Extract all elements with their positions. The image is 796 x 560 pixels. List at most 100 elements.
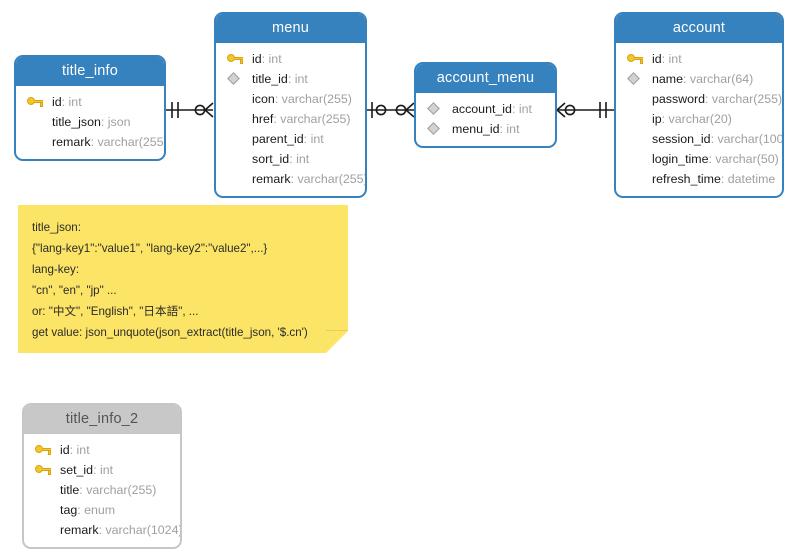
field-name: icon (252, 92, 275, 106)
note-line: lang-key: (32, 263, 80, 276)
field-row[interactable]: id: int (216, 49, 365, 69)
field-type: int (68, 95, 82, 109)
field-name: remark (252, 172, 291, 186)
note-line: "cn", "en", "jp" ... (32, 284, 117, 297)
entity-fields-title_info: id: int title_json: json remark: varchar… (16, 86, 164, 159)
field-name: account_id (452, 102, 512, 116)
sticky-note-title_json[interactable]: title_json: {"lang-key1":"value1", "lang… (18, 205, 348, 353)
field-type: varchar(255) (711, 92, 783, 106)
relationship-account_menu-account (556, 102, 614, 118)
field-name: title_json (52, 115, 101, 129)
field-name: sort_id (252, 152, 290, 166)
field-row[interactable]: icon: varchar(255) (252, 92, 352, 106)
field-row[interactable]: name: varchar(64) (616, 69, 782, 89)
field-name: tag (60, 503, 78, 517)
field-name: href (252, 112, 274, 126)
field-name: login_time (652, 152, 709, 166)
entity-title-title_info_2: title_info_2 (24, 405, 180, 434)
field-type: varchar(20) (668, 112, 732, 126)
field-name: id (60, 443, 70, 457)
key-icon (27, 95, 43, 109)
field-type: enum (84, 503, 116, 517)
note-fold-corner-icon (326, 331, 348, 353)
field-row[interactable]: tag: enum (60, 503, 116, 517)
field-type: varchar(255) (281, 92, 352, 106)
note-line: title_json: (32, 221, 81, 234)
field-row[interactable]: title_json: json (52, 115, 131, 129)
entity-title-menu: menu (216, 14, 365, 43)
field-type: datetime (727, 172, 776, 186)
entity-fields-menu: id: int title_id: int icon: varchar(255)… (216, 43, 365, 196)
note-line: or: "中文", "English", "日本語", ... (32, 305, 199, 318)
field-name: title (60, 483, 80, 497)
field-name: remark (60, 523, 99, 537)
entity-fields-account: id: int name: varchar(64) password: varc… (616, 43, 782, 196)
note-line: get value: json_unquote(json_extract(tit… (32, 326, 308, 339)
field-type: int (294, 72, 308, 86)
field-name: title_id (252, 72, 288, 86)
field-type: varchar(255) (97, 135, 166, 149)
key-icon (35, 443, 51, 457)
field-row[interactable]: id: int (24, 440, 180, 460)
field-type: varchar(64) (689, 72, 754, 86)
field-row[interactable]: title: varchar(255) (60, 483, 157, 497)
field-type: int (518, 102, 532, 116)
field-type: varchar(255) (86, 483, 157, 497)
field-name: id (252, 52, 262, 66)
field-type: int (268, 52, 282, 66)
field-name: name (652, 72, 683, 86)
entity-title_info_2[interactable]: title_info_2 id: int set_id: int title: … (22, 403, 182, 549)
field-row[interactable]: parent_id: int (252, 132, 324, 146)
key-icon (627, 52, 643, 66)
field-name: session_id (652, 132, 711, 146)
field-row[interactable]: sort_id: int (252, 152, 310, 166)
entity-menu[interactable]: menu id: int title_id: int icon: varchar… (214, 12, 367, 198)
field-row[interactable]: refresh_time: datetime (652, 172, 776, 186)
field-row[interactable]: account_id: int (416, 99, 555, 119)
field-type: varchar(1024) (105, 523, 182, 537)
entity-fields-title_info_2: id: int set_id: int title: varchar(255) … (24, 434, 180, 547)
field-row[interactable]: remark: varchar(1024) (60, 523, 182, 537)
entity-title-account: account (616, 14, 782, 43)
field-type: int (506, 122, 520, 136)
field-name: refresh_time (652, 172, 721, 186)
field-row[interactable]: menu_id: int (416, 119, 555, 139)
field-row[interactable]: id: int (16, 92, 164, 112)
field-row[interactable]: title_id: int (216, 69, 365, 89)
field-row[interactable]: remark: varchar(255) (252, 172, 367, 186)
field-name: set_id (60, 463, 94, 477)
key-icon (35, 463, 51, 477)
field-type: varchar(50) (715, 152, 779, 166)
field-name: id (652, 52, 662, 66)
field-name: id (52, 95, 62, 109)
field-name: menu_id (452, 122, 500, 136)
field-name: remark (52, 135, 91, 149)
diamond-icon (427, 122, 443, 136)
field-row[interactable]: ip: varchar(20) (652, 112, 732, 126)
diamond-icon (427, 102, 443, 116)
field-row[interactable]: login_time: varchar(50) (652, 152, 779, 166)
field-type: int (76, 443, 90, 457)
entity-account[interactable]: account id: int name: varchar(64) passwo… (614, 12, 784, 198)
field-row[interactable]: session_id: varchar(100) (616, 129, 782, 149)
field-type: int (668, 52, 682, 66)
entity-account_menu[interactable]: account_menu account_id: int menu_id: in… (414, 62, 557, 148)
entity-title_info[interactable]: title_info id: int title_json: json rema… (14, 55, 166, 161)
diamond-icon (227, 72, 243, 86)
field-type: varchar(255) (297, 172, 367, 186)
field-type: int (296, 152, 310, 166)
field-row[interactable]: id: int (616, 49, 782, 69)
field-type: json (107, 115, 131, 129)
field-row[interactable]: password: varchar(255) (652, 92, 783, 106)
field-row[interactable]: remark: varchar(255) (52, 135, 166, 149)
entity-title-title_info: title_info (16, 57, 164, 86)
field-name: password (652, 92, 706, 106)
field-type: varchar(100) (717, 132, 784, 146)
field-row[interactable]: href: varchar(255) (252, 112, 351, 126)
key-icon (227, 52, 243, 66)
entity-title-account_menu: account_menu (416, 64, 555, 93)
entity-fields-account_menu: account_id: int menu_id: int (416, 93, 555, 146)
field-row[interactable]: set_id: int (24, 460, 180, 480)
field-type: varchar(255) (280, 112, 351, 126)
